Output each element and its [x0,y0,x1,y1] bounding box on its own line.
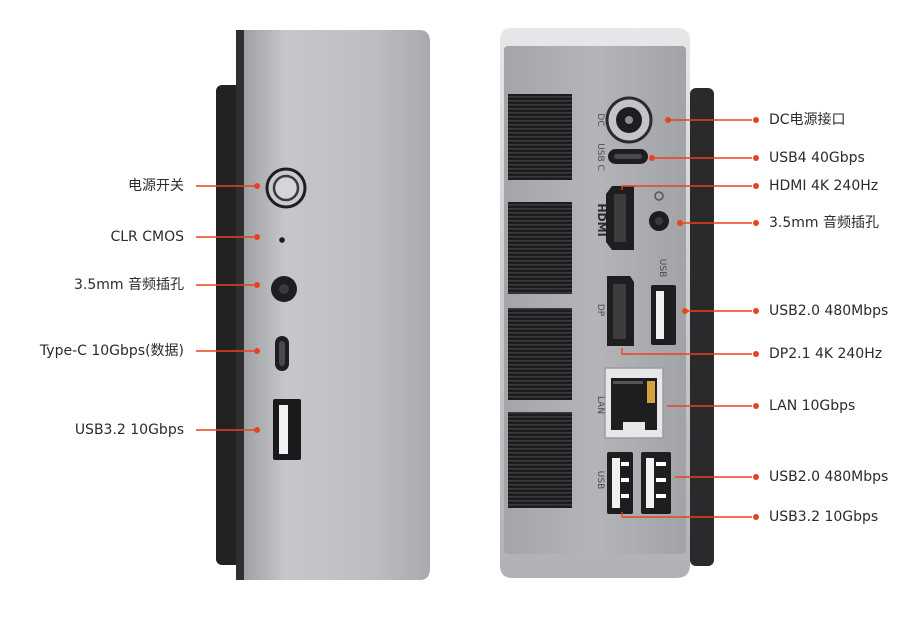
label-dc-power: DC电源接口 [769,112,846,128]
marking-usb-lower: USB [595,471,605,489]
marking-usb-upper: USB [657,259,667,277]
label-usb4: USB4 40Gbps [769,150,865,166]
rear-callouts [621,117,759,520]
vent-grille [508,94,572,180]
usb-a-port-upper-icon [651,285,676,345]
label-dp: DP2.1 4K 240Hz [769,346,883,362]
label-usb2-lower: USB2.0 480Mbps [769,469,889,485]
marking-lan: LAN [595,396,605,414]
vent-grille [508,308,572,400]
rear-side-dark [690,88,714,566]
label-rear-usb32: USB3.2 10Gbps [769,509,879,525]
marking-dp: DP [595,304,605,317]
front-unit [216,30,430,580]
power-button-icon [265,167,307,209]
rear-audio-jack-icon [649,191,669,231]
front-edge [236,30,244,580]
front-usb-a-port-icon [273,399,301,460]
marking-hdmi: HDMI [595,203,608,236]
label-rear-audio: 3.5mm 音频插孔 [769,215,879,231]
marking-dc: DC [595,113,605,126]
clr-cmos-hole-icon [279,237,285,243]
label-front-audio: 3.5mm 音频插孔 [74,277,184,293]
label-hdmi: HDMI 4K 240Hz [769,178,879,194]
label-lan: LAN 10Gbps [769,398,856,414]
front-audio-jack-icon [271,276,297,302]
label-front-typec: Type-C 10Gbps(数据) [39,343,184,359]
usb-a-dual-left-icon [607,452,633,514]
label-front-usb32: USB3.2 10Gbps [74,422,184,438]
vent-grille [508,412,572,508]
vent-grille [508,202,572,294]
lan-port-icon [604,367,664,439]
label-power-switch: 电源开关 [128,178,184,194]
front-panel [238,30,430,580]
front-callouts [196,183,260,433]
rear-unit: DC USB C HDMI USB DP LAN USB [500,28,714,578]
marking-usbc: USB C [595,143,605,171]
dc-jack-icon [605,96,653,144]
usb-a-dual-right-icon [641,452,671,514]
label-usb2-upper: USB2.0 480Mbps [769,303,889,319]
label-clr-cmos: CLR CMOS [110,229,184,245]
